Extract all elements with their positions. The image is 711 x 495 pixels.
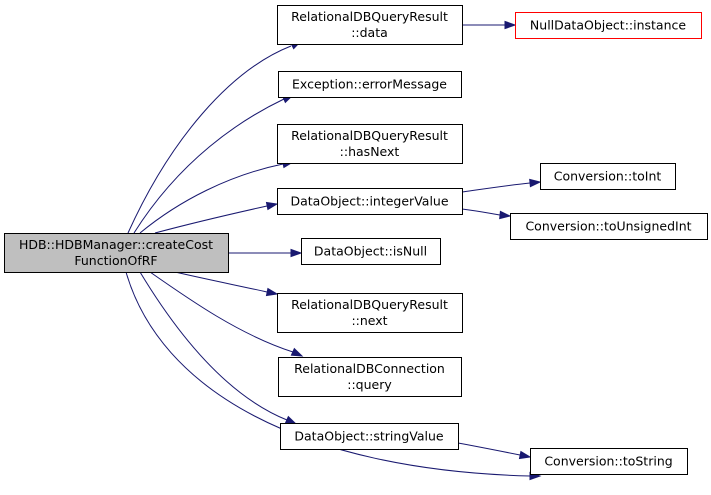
edge-root-to-exc_error bbox=[133, 94, 295, 234]
arrowhead bbox=[290, 347, 304, 357]
arrowhead bbox=[290, 248, 303, 258]
node-box bbox=[277, 124, 463, 164]
edge-rdbqr_data-to-null_instance bbox=[462, 20, 517, 30]
node-rdbc-query[interactable]: RelationalDBConnection::query bbox=[278, 357, 462, 397]
node-rdbqr-hasnext[interactable]: RelationalDBQueryResult::hasNext bbox=[277, 124, 463, 164]
node-box bbox=[510, 213, 708, 240]
node-do-string[interactable]: DataObject::stringValue bbox=[280, 423, 459, 450]
edge-line bbox=[174, 271, 268, 293]
node-rdbqr-next[interactable]: RelationalDBQueryResult::next bbox=[277, 293, 463, 333]
edge-line bbox=[127, 45, 292, 234]
node-label-line: NullDataObject::instance bbox=[530, 18, 686, 33]
edge-line bbox=[139, 271, 288, 421]
node-conv-toint[interactable]: Conversion::toInt bbox=[540, 163, 676, 190]
node-label-line: Conversion::toUnsignedInt bbox=[525, 219, 691, 234]
edge-root-to-rdbqr_hasnext bbox=[139, 159, 295, 234]
edge-do_integer-to-conv_tounsigned bbox=[461, 208, 512, 220]
node-label-line: DataObject::isNull bbox=[314, 244, 427, 259]
node-box bbox=[278, 357, 462, 397]
node-box bbox=[540, 163, 676, 190]
edge-root-to-rdbc_query bbox=[149, 271, 304, 357]
node-label-line: RelationalDBQueryResult bbox=[291, 128, 448, 143]
edge-line bbox=[149, 271, 294, 353]
node-conv-tounsigned[interactable]: Conversion::toUnsignedInt bbox=[510, 213, 708, 240]
node-box bbox=[530, 448, 688, 475]
node-box bbox=[277, 293, 463, 333]
nodes-layer: HDB::HDBManager::createCostFunctionOfRFR… bbox=[4, 5, 708, 475]
edge-line bbox=[457, 442, 521, 456]
edge-line bbox=[461, 182, 531, 193]
node-box bbox=[277, 188, 463, 215]
node-box bbox=[515, 12, 702, 39]
node-label-line: ::next bbox=[351, 313, 387, 328]
edge-line bbox=[154, 205, 268, 234]
node-label-line: Conversion::toString bbox=[544, 454, 672, 469]
edge-line bbox=[125, 271, 531, 477]
arrowhead bbox=[504, 20, 517, 30]
node-label-line: ::data bbox=[351, 25, 388, 40]
node-box bbox=[277, 5, 463, 45]
node-exc-error[interactable]: Exception::errorMessage bbox=[278, 71, 462, 98]
edge-do_string-to-conv_tostring bbox=[457, 442, 532, 460]
node-label-line: FunctionOfRF bbox=[74, 253, 157, 268]
node-label-line: DataObject::stringValue bbox=[294, 429, 443, 444]
node-conv-tostring[interactable]: Conversion::toString bbox=[530, 448, 688, 475]
node-label-line: RelationalDBConnection bbox=[294, 361, 445, 376]
node-box bbox=[280, 423, 459, 450]
node-label-line: RelationalDBQueryResult bbox=[291, 297, 448, 312]
edge-line bbox=[139, 163, 284, 234]
arrowhead bbox=[265, 287, 279, 297]
arrowhead bbox=[284, 415, 298, 425]
arrowhead bbox=[518, 450, 532, 460]
edge-do_integer-to-conv_toint bbox=[461, 178, 542, 193]
node-label-line: ::query bbox=[347, 377, 392, 392]
edge-root-to-do_isnull bbox=[228, 248, 303, 258]
arrowhead bbox=[265, 201, 279, 211]
node-box bbox=[4, 233, 229, 273]
node-label-line: HDB::HDBManager::createCost bbox=[19, 237, 213, 252]
node-label-line: ::hasNext bbox=[340, 144, 400, 159]
node-label-line: Exception::errorMessage bbox=[292, 77, 447, 92]
node-do-isnull[interactable]: DataObject::isNull bbox=[301, 238, 441, 265]
node-box bbox=[278, 71, 462, 98]
node-null-instance[interactable]: NullDataObject::instance bbox=[515, 12, 702, 39]
node-label-line: RelationalDBQueryResult bbox=[291, 9, 448, 24]
edge-line bbox=[461, 208, 501, 216]
node-do-integer[interactable]: DataObject::integerValue bbox=[277, 188, 463, 215]
node-box bbox=[301, 238, 441, 265]
arrowhead bbox=[529, 178, 542, 188]
edge-line bbox=[133, 98, 285, 234]
node-label-line: DataObject::integerValue bbox=[290, 194, 448, 209]
arrowhead bbox=[499, 210, 512, 220]
edge-root-to-rdbqr_next bbox=[174, 271, 279, 297]
node-label-line: Conversion::toInt bbox=[554, 169, 662, 184]
node-rdbqr-data[interactable]: RelationalDBQueryResult::data bbox=[277, 5, 463, 45]
edge-root-to-do_integer bbox=[154, 201, 279, 234]
